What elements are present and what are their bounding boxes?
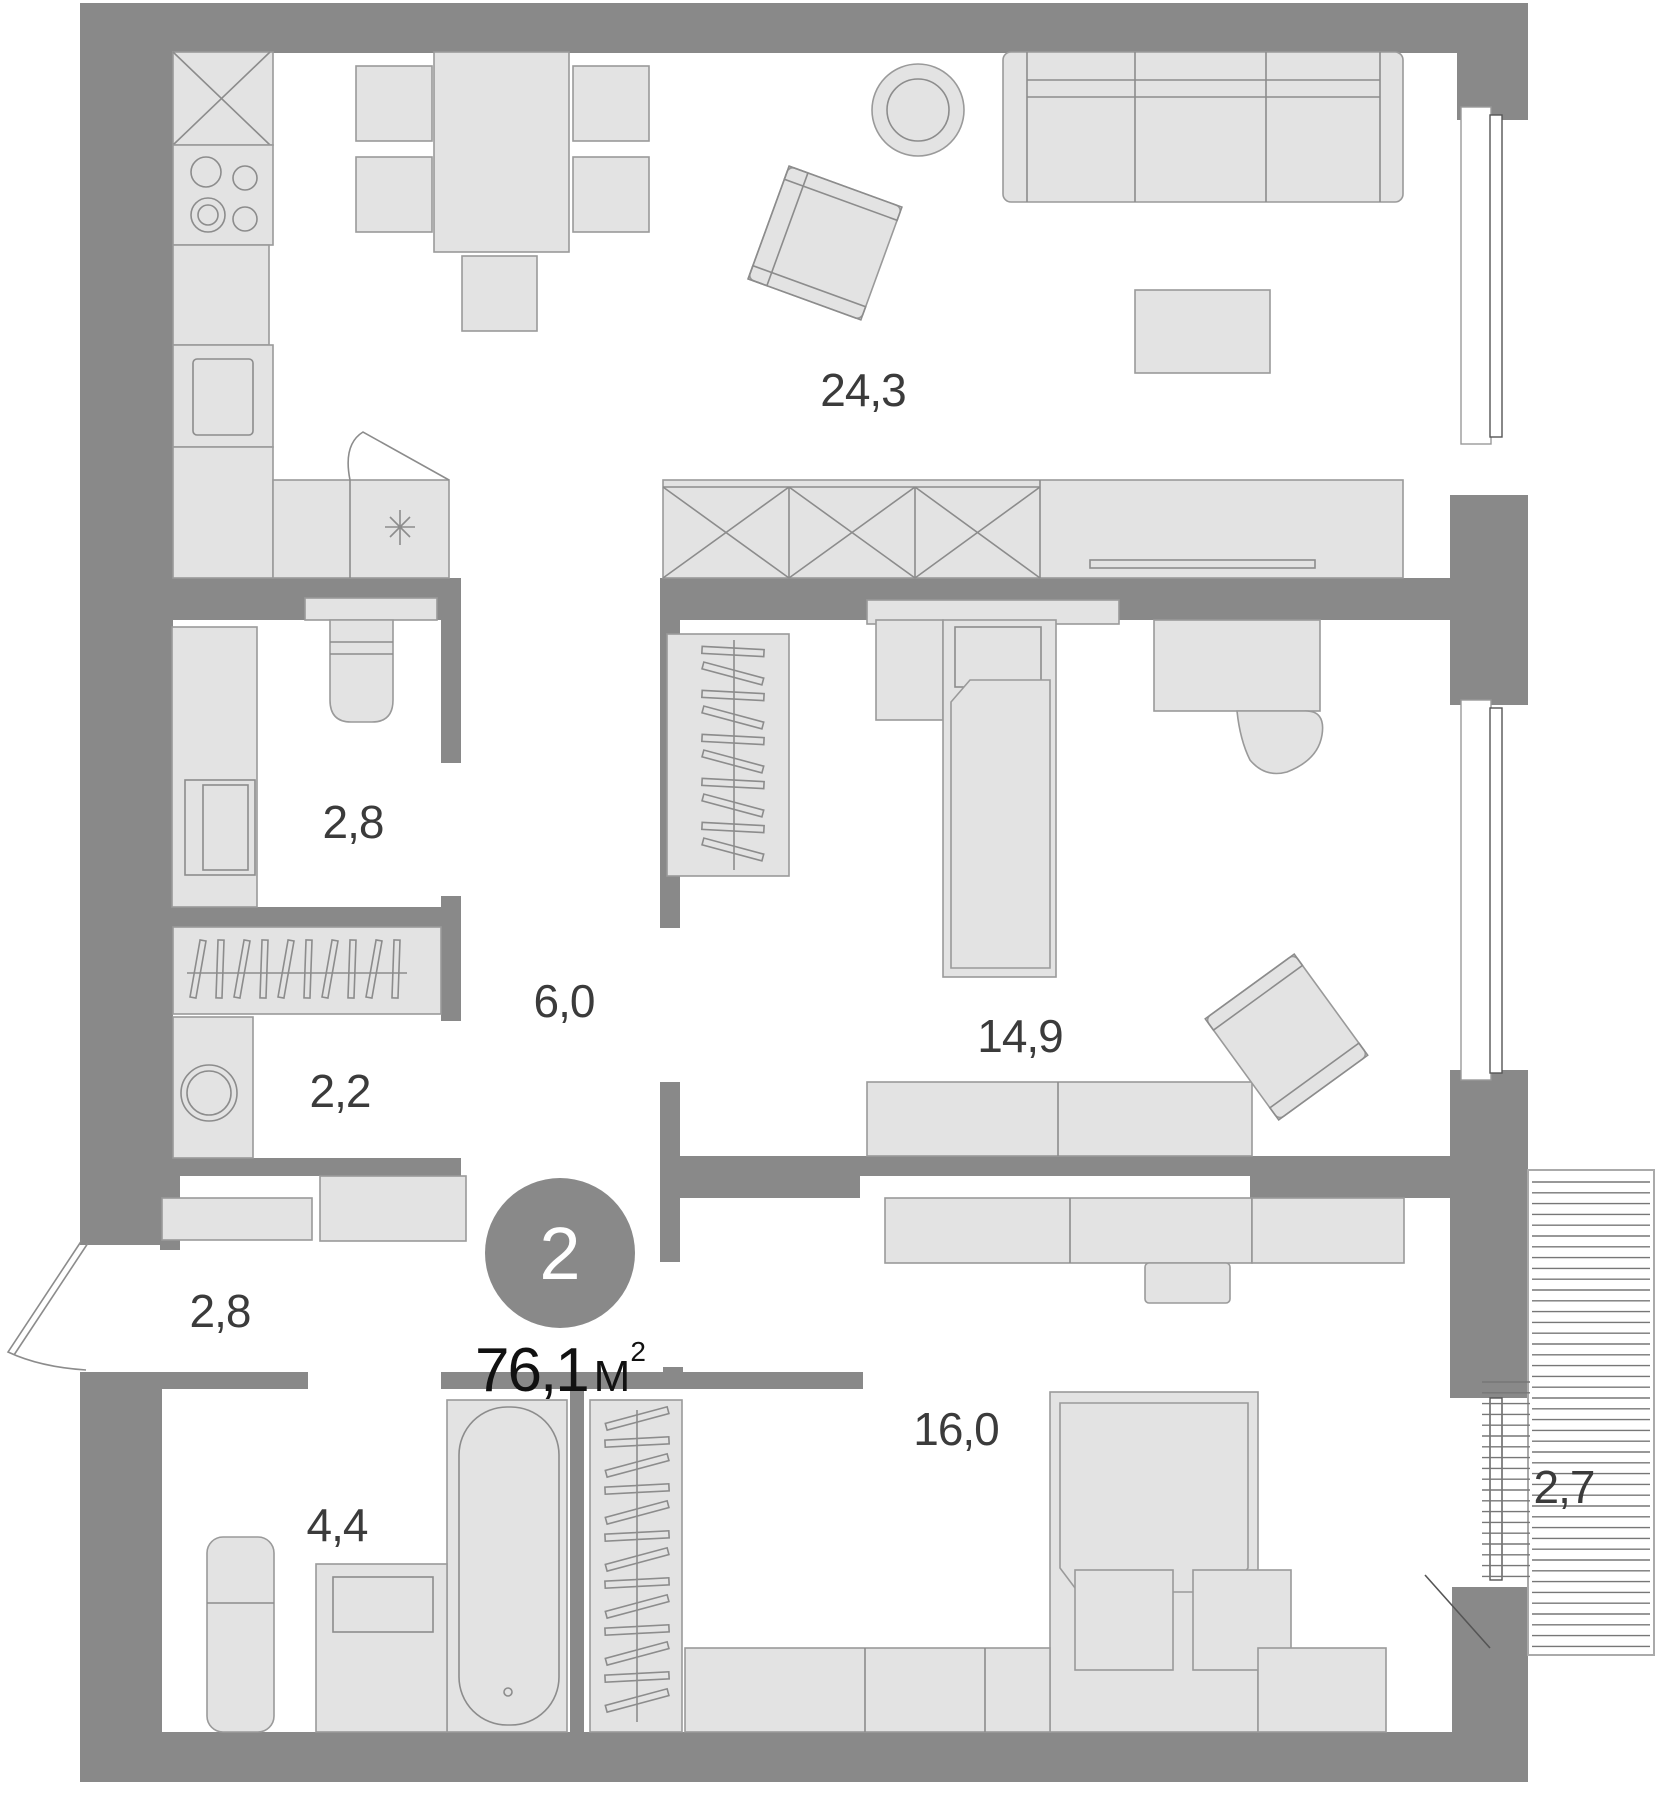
- windows: [1460, 106, 1503, 1581]
- kitchen-furniture: [172, 51, 450, 579]
- room-count-value: 2: [539, 1211, 581, 1295]
- wc-furniture: [171, 597, 438, 908]
- total-area-unit: М: [593, 1352, 631, 1401]
- total-area-unit-power: 2: [630, 1336, 646, 1368]
- room-area-bathroom: 4,4: [306, 1499, 369, 1551]
- hall-furniture: [6, 1175, 467, 1371]
- dining-set: [355, 51, 650, 332]
- living-furniture: [662, 51, 1404, 579]
- laundry-furniture: [172, 926, 442, 1159]
- room-count-badge: 2: [485, 1178, 635, 1328]
- balcony: [1482, 1169, 1655, 1656]
- bedroom1-furniture: [666, 599, 1369, 1157]
- room-area-bedroom-2: 16,0: [913, 1403, 1000, 1455]
- bedroom2-furniture: [589, 1197, 1491, 1733]
- room-area-laundry: 2,2: [309, 1065, 372, 1117]
- room-area-wc: 2,8: [322, 796, 385, 848]
- total-area-value: 76,1: [475, 1336, 590, 1405]
- room-area-entrance-hall: 2,8: [189, 1285, 252, 1337]
- room-area-bedroom-1: 14,9: [977, 1010, 1064, 1062]
- room-area-balcony: 2,7: [1533, 1461, 1596, 1513]
- room-area-corridor: 6,0: [533, 975, 596, 1027]
- room-area-living-kitchen: 24,3: [820, 364, 907, 416]
- bathroom-furniture: [206, 1399, 568, 1733]
